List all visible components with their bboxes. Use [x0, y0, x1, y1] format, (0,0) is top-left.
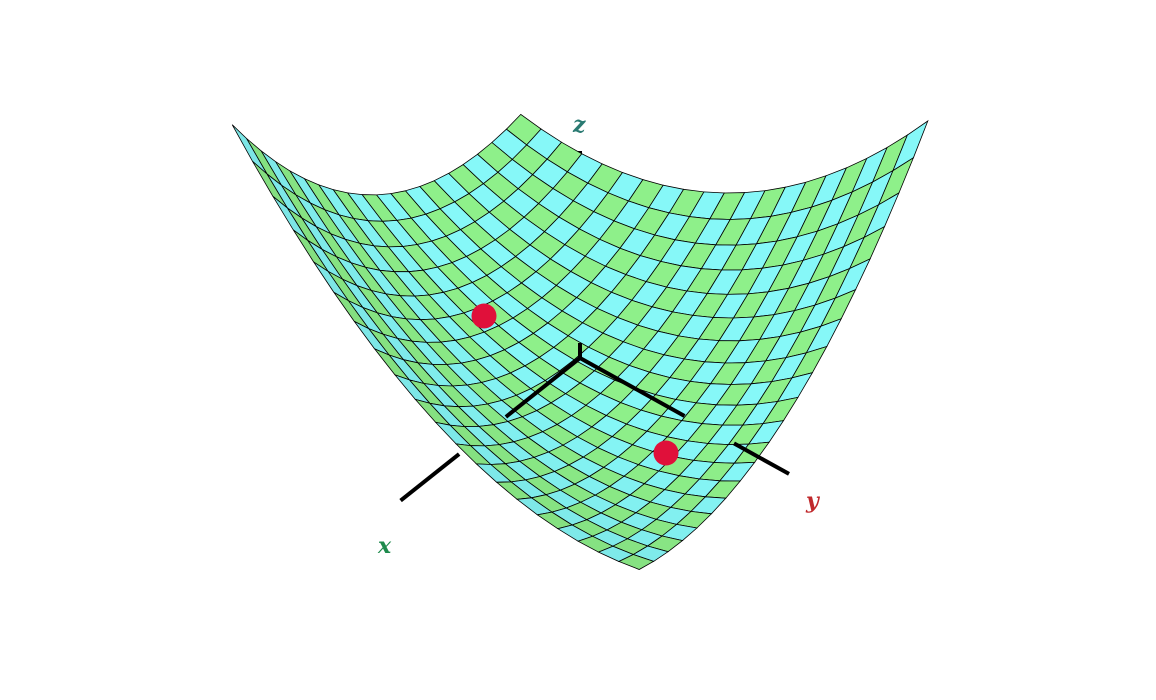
y-axis-line-mid — [579, 356, 686, 418]
x-axis-label: x — [377, 533, 392, 559]
x-axis-line-mid — [504, 356, 582, 419]
surface-mesh — [231, 113, 929, 570]
critical-point-marker — [471, 303, 497, 329]
z-axis-label: z — [572, 112, 586, 138]
y-axis-line-front — [733, 441, 790, 476]
front-axes — [399, 343, 790, 503]
critical-point-marker — [653, 440, 679, 466]
surface-patch — [617, 554, 655, 570]
critical-point-markers — [471, 303, 679, 466]
x-axis-line-front — [399, 452, 461, 503]
surface-patch — [231, 124, 268, 175]
y-axis-label: y — [805, 488, 821, 514]
